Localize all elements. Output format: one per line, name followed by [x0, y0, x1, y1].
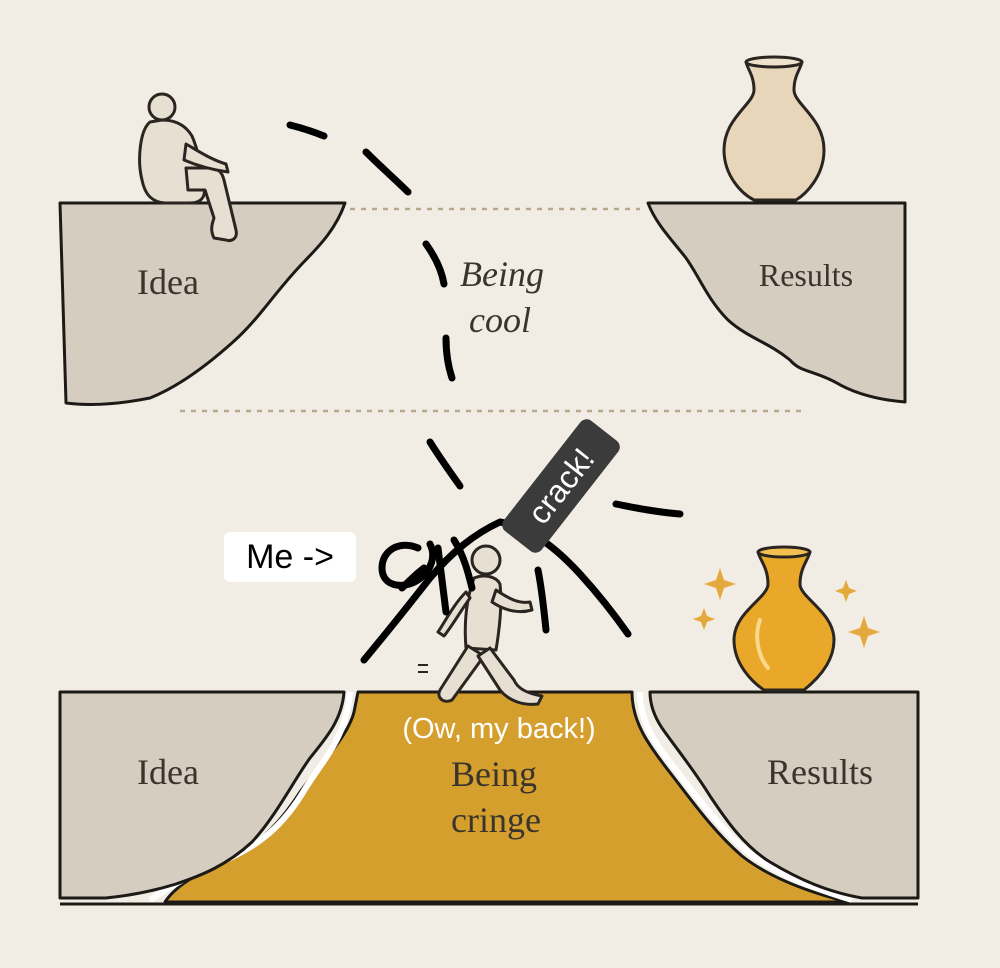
bottom-panel: Idea Being cringe Results [58, 544, 920, 906]
bottom-idea-label: Idea [137, 752, 199, 792]
dash-stroke [426, 438, 464, 490]
crack-scribble [450, 536, 476, 592]
bottom-being-label: Being [451, 754, 537, 794]
top-results-label: Results [759, 257, 853, 293]
crack-scribble [360, 518, 632, 664]
bottom-cringe-label: cringe [451, 800, 541, 840]
crack-scribble [434, 544, 450, 616]
top-left-cliff [58, 201, 347, 406]
bottom-left-cliff [58, 690, 346, 900]
crack-scribble [378, 540, 437, 589]
dash-stroke [442, 334, 456, 382]
top-cool-label: cool [469, 300, 531, 340]
bottom-results-label: Results [767, 752, 873, 792]
top-being-label: Being [460, 254, 544, 294]
crack-scribble [534, 566, 550, 634]
golden-vase [732, 545, 836, 692]
bottom-right-cliff [648, 690, 920, 900]
crack-scribble [398, 564, 428, 592]
me-label-box: Me -> [224, 532, 356, 582]
sparkle-icon [704, 568, 736, 600]
marker-scribbles [286, 121, 684, 664]
right-halo [637, 691, 853, 903]
sitting-figure [138, 92, 238, 242]
dash-stroke [422, 240, 448, 288]
crack-label-box: crack! [502, 419, 620, 553]
top-panel: Idea Being cool Results [58, 55, 907, 413]
sparkle-icon [693, 608, 715, 630]
dash-stroke [286, 121, 328, 140]
ow-label: (Ow, my back!) [402, 713, 595, 745]
walking-figure [436, 544, 544, 706]
me-label: Me -> [246, 538, 334, 576]
sparkle-icon [835, 580, 857, 602]
plain-vase [722, 55, 826, 202]
top-idea-label: Idea [137, 262, 199, 302]
sparkle-icons [693, 568, 880, 648]
dash-stroke [612, 500, 684, 518]
sparkle-icon [848, 616, 880, 648]
top-right-cliff [646, 201, 907, 404]
dash-stroke [362, 148, 412, 196]
